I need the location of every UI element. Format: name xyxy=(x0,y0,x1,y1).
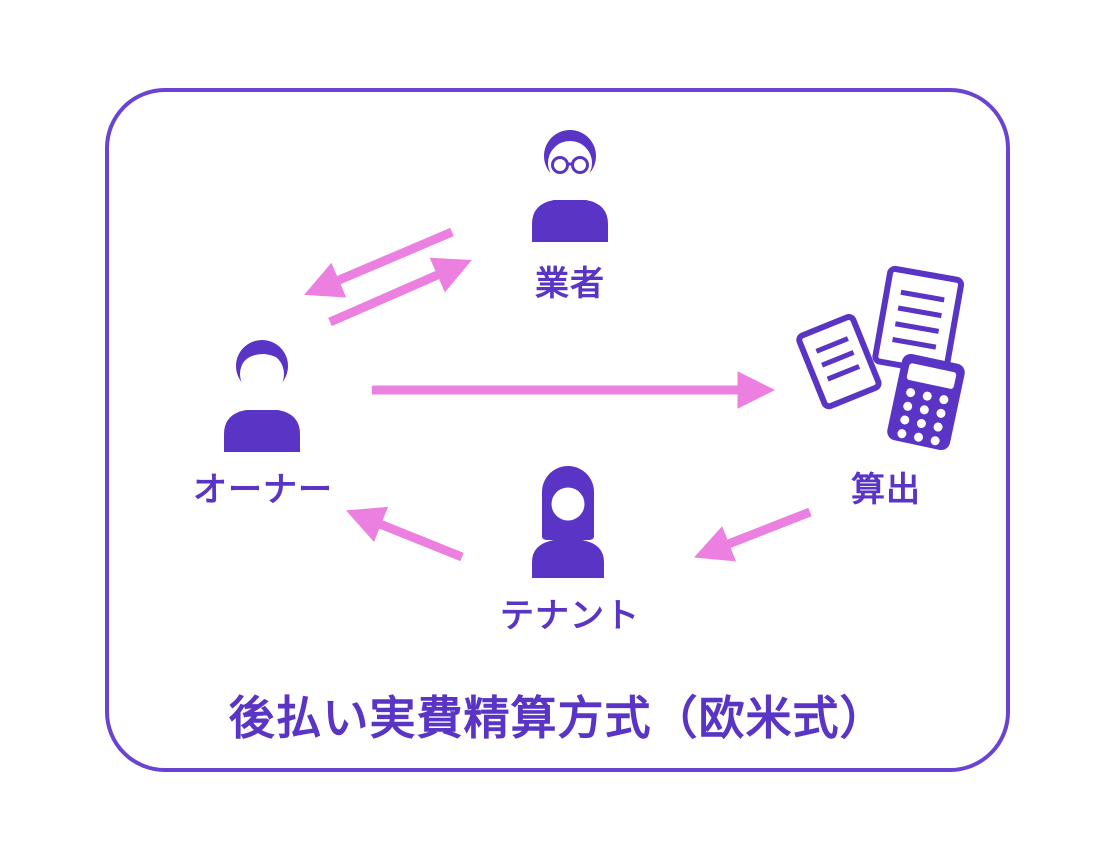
person-with-glasses-icon xyxy=(532,130,608,242)
diagram-border xyxy=(105,88,1010,772)
person-icon xyxy=(224,340,300,452)
node-tenant xyxy=(508,458,628,578)
node-owner xyxy=(202,332,322,452)
label-tenant: テナント xyxy=(500,597,640,635)
node-vendor xyxy=(510,122,630,242)
diagram-title: 後払い実費精算方式（欧米式） xyxy=(228,692,887,744)
label-vendor: 業者 xyxy=(535,265,605,303)
woman-person-icon xyxy=(532,466,604,578)
node-calculation xyxy=(790,262,980,462)
label-owner: オーナー xyxy=(193,471,333,509)
label-calculation: 算出 xyxy=(851,471,921,509)
documents-calculator-icon xyxy=(796,265,965,451)
